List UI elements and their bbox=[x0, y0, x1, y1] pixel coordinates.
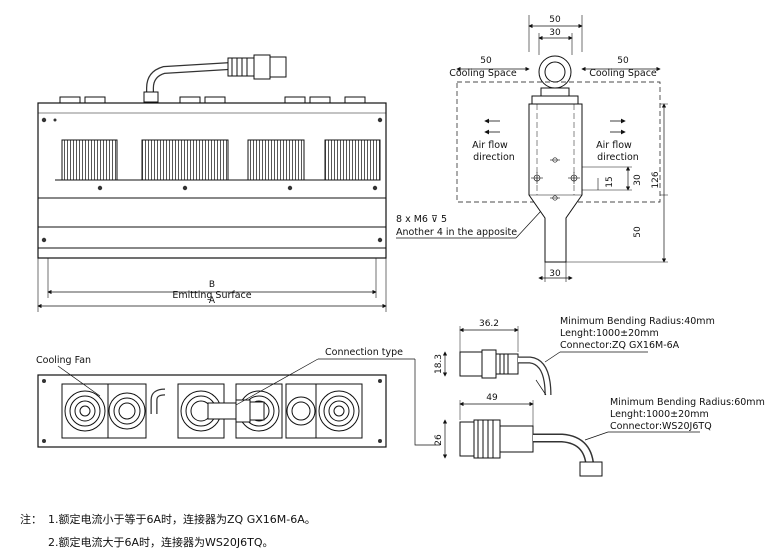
note-line1: 1.额定电流小于等于6A时，连接器为ZQ GX16M-6A。 bbox=[48, 512, 316, 526]
connector-small-drawing bbox=[442, 326, 648, 396]
top-screw-heads bbox=[59, 96, 366, 104]
dim-50-vertical: 50 bbox=[633, 226, 643, 238]
connector-large-line3: Connector:WS20J6TQ bbox=[610, 421, 712, 432]
side-view bbox=[456, 15, 668, 282]
dim-30-bottom: 30 bbox=[549, 269, 561, 279]
cooling-fan-label: Cooling Fan bbox=[36, 355, 91, 366]
cooling-left-value: 50 bbox=[480, 56, 492, 66]
cooling-right-label: Cooling Space bbox=[589, 68, 657, 79]
connector-large-height: 26 bbox=[434, 434, 444, 446]
note-line2: 2.额定电流大于6A时，连接器为WS20J6TQ。 bbox=[48, 535, 274, 549]
bottom-view bbox=[37, 358, 440, 448]
dim-a-label: A bbox=[209, 296, 216, 306]
connector-small-line2: Lenght:1000±20mm bbox=[560, 328, 659, 339]
cooling-left-label: Cooling Space bbox=[449, 68, 517, 79]
airflow-right-line1: Air flow bbox=[596, 140, 632, 151]
connection-type-label: Connection type bbox=[325, 347, 403, 358]
dim-15: 15 bbox=[605, 176, 615, 187]
fan-right-b bbox=[315, 383, 363, 439]
airflow-left-line2: direction bbox=[473, 152, 515, 163]
connector-small-line1: Minimum Bending Radius:40mm bbox=[560, 316, 715, 327]
dim-width-total: 50 bbox=[549, 15, 561, 25]
notes-prefix: 注： bbox=[20, 512, 42, 526]
cooling-right-value: 50 bbox=[617, 56, 629, 66]
top-view bbox=[37, 54, 387, 312]
fan-left-b bbox=[107, 383, 147, 439]
airflow-left-line1: Air flow bbox=[472, 140, 508, 151]
connector-small-line3: Connector:ZQ GX16M-6A bbox=[560, 340, 680, 351]
emitting-surface-label: Emitting Surface bbox=[172, 290, 251, 301]
dim-30-vertical: 30 bbox=[633, 174, 643, 186]
connector-large-length: 49 bbox=[486, 393, 498, 403]
dim-b-label: B bbox=[209, 280, 215, 290]
connector-large-drawing bbox=[442, 400, 700, 477]
dim-126: 126 bbox=[651, 171, 661, 188]
connector-large-line2: Lenght:1000±20mm bbox=[610, 409, 709, 420]
dim-width-connector: 30 bbox=[549, 28, 561, 38]
connector-large-line1: Minimum Bending Radius:60mm bbox=[610, 397, 765, 408]
connector-small-length: 36.2 bbox=[479, 319, 499, 329]
hole-note: Another 4 in the apposite bbox=[396, 227, 517, 238]
airflow-right-line2: direction bbox=[597, 152, 639, 163]
connector-small-height: 18.3 bbox=[434, 354, 444, 374]
hole-spec: 8 x M6 ⊽ 5 bbox=[396, 214, 447, 225]
